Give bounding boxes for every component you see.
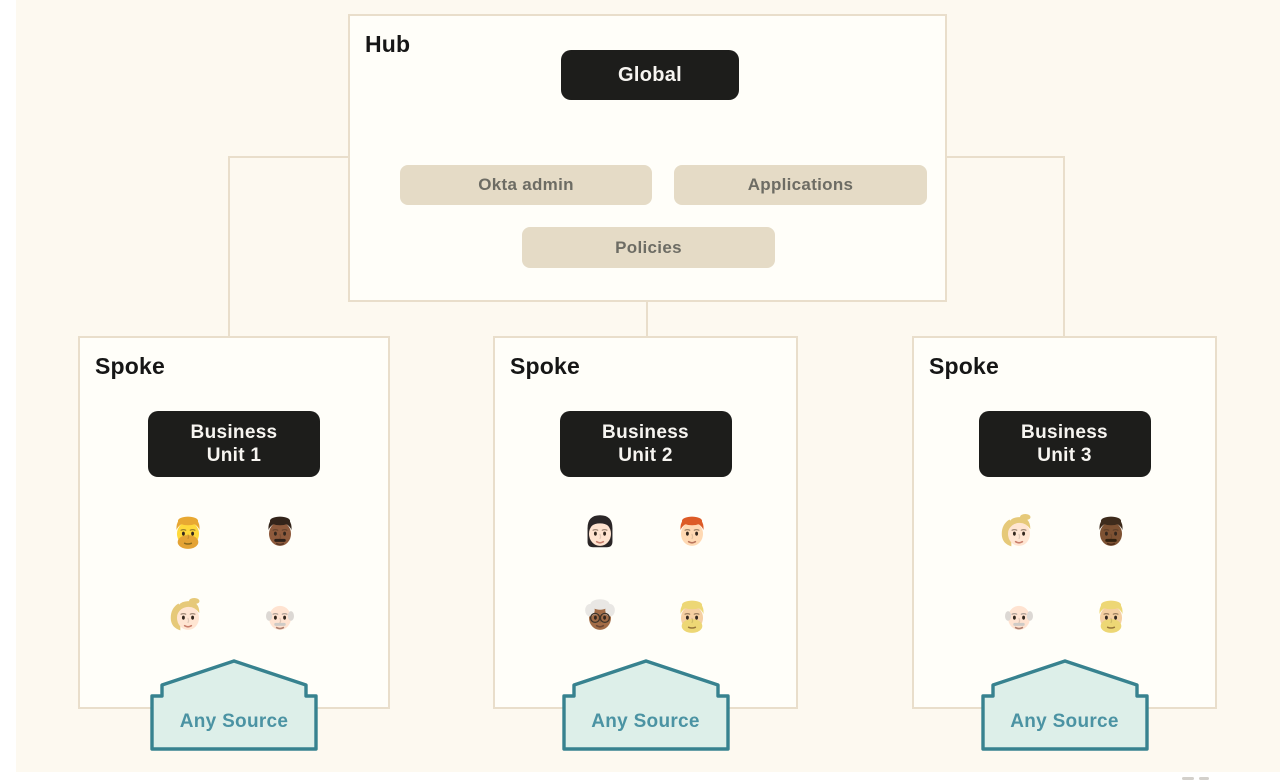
connector-left-horizontal: [228, 156, 348, 158]
connector-left-vertical: [228, 156, 230, 336]
cropped-mark: [1199, 777, 1209, 780]
spoke-label: Spoke: [95, 353, 166, 379]
up-arrow-house-icon: [561, 658, 730, 752]
cropped-mark: [1182, 777, 1194, 780]
any-source-arrow: Any Source: [980, 658, 1149, 752]
business-unit-1-button: Business Unit 1: [148, 411, 320, 477]
woman-blond-ponytail-emoji: [165, 592, 211, 638]
spoke-label: Spoke: [510, 353, 581, 379]
people-grid: [165, 508, 303, 638]
old-man-bald-emoji: [996, 592, 1042, 638]
old-woman-dark-skin-glasses-emoji: [577, 592, 623, 638]
any-source-arrow: Any Source: [150, 658, 318, 752]
man-dark-skin-emoji: [1088, 508, 1134, 554]
hub-box: Hub Global Okta admin Applications Polic…: [348, 14, 947, 302]
woman-black-hair-emoji: [577, 508, 623, 554]
spoke-label: Spoke: [929, 353, 1000, 379]
hub-label: Hub: [365, 31, 411, 57]
any-source-arrow: Any Source: [561, 658, 730, 752]
up-arrow-house-icon: [980, 658, 1149, 752]
business-unit-line: Unit 1: [206, 445, 262, 466]
business-unit-3-button: Business Unit 3: [978, 411, 1151, 477]
business-unit-line: Unit 2: [618, 445, 673, 466]
man-blond-beard-emoji: [1088, 592, 1134, 638]
connector-right-vertical: [1063, 156, 1065, 336]
connector-middle-vertical: [646, 300, 648, 336]
any-source-label: Any Source: [591, 711, 700, 732]
old-man-bald-emoji: [257, 592, 303, 638]
up-arrow-house-icon: [150, 658, 318, 752]
any-source-label: Any Source: [1010, 711, 1119, 732]
spoke-box-2: Spoke Business Unit 2 Any Source: [493, 336, 798, 751]
man-blond-beard-emoji: [669, 592, 715, 638]
woman-blond-ponytail-emoji: [996, 508, 1042, 554]
bearded-man-yellow-emoji: [165, 508, 211, 554]
policies-button: Policies: [522, 227, 775, 268]
spoke-box-3: Spoke Business Unit 3 Any Source: [912, 336, 1217, 751]
business-unit-line: Unit 3: [1037, 445, 1092, 466]
man-red-hair-emoji: [669, 508, 715, 554]
okta-admin-button: Okta admin: [400, 165, 652, 205]
people-grid: [996, 508, 1134, 638]
business-unit-line: Business: [602, 422, 689, 443]
global-button: Global: [561, 50, 739, 100]
applications-button: Applications: [674, 165, 927, 205]
man-dark-skin-emoji: [257, 508, 303, 554]
spoke-box-1: Spoke Business Unit 1 Any Source: [78, 336, 390, 751]
business-unit-line: Business: [1021, 422, 1108, 443]
people-grid: [577, 508, 715, 638]
business-unit-2-button: Business Unit 2: [559, 411, 732, 477]
business-unit-line: Business: [190, 422, 278, 443]
any-source-label: Any Source: [179, 711, 289, 732]
connector-right-horizontal: [945, 156, 1065, 158]
